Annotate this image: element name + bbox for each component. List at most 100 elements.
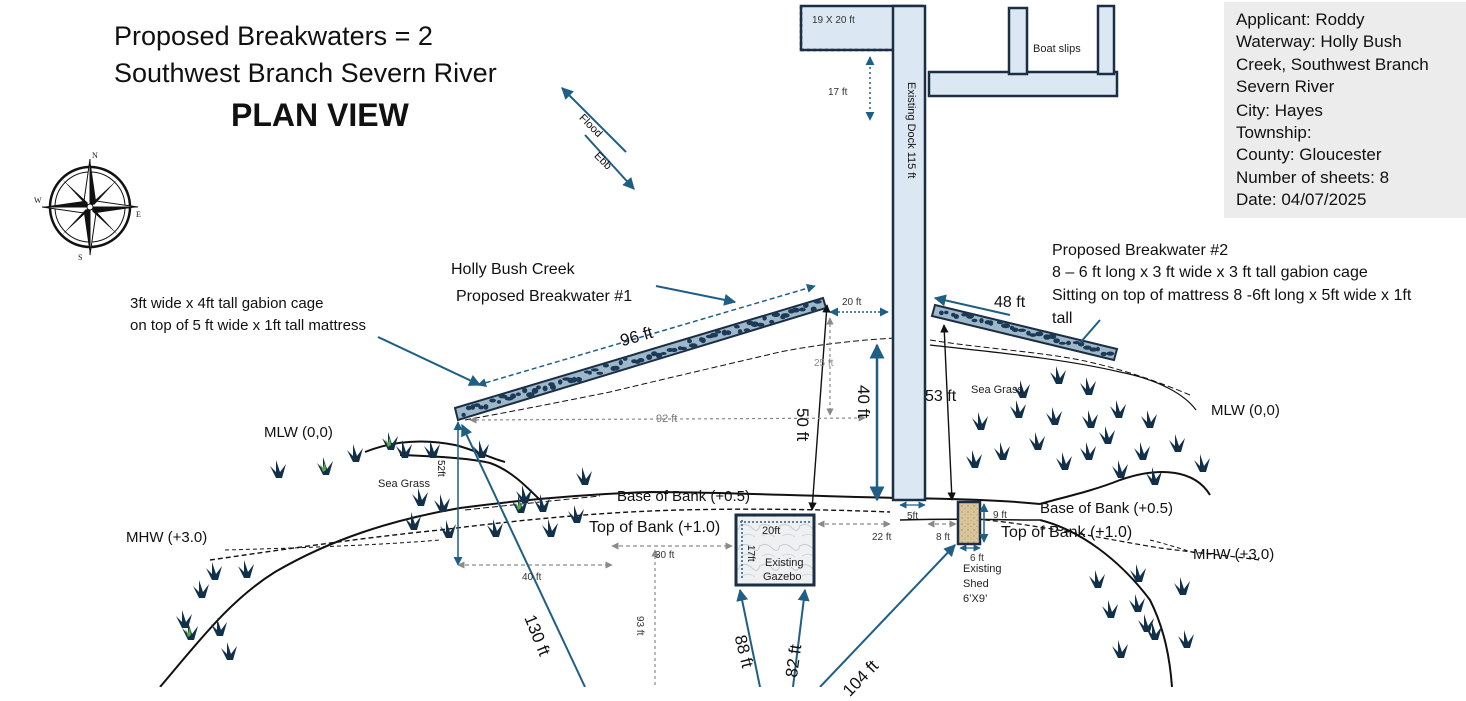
breakwater-2 [930, 303, 1119, 362]
rock [1035, 331, 1044, 337]
marsh-plant [405, 512, 421, 530]
dock-crosspier [927, 70, 1119, 98]
rock [944, 310, 949, 315]
rock [1011, 327, 1019, 333]
seagrass-tuft [512, 495, 528, 513]
marsh-plant [1130, 564, 1146, 582]
marsh-plant [1010, 400, 1026, 418]
marsh-plant [1146, 622, 1162, 640]
shed-label-3: 6’X9’ [963, 593, 988, 605]
seagrass-tuft [382, 432, 398, 450]
rock [725, 330, 732, 336]
breakwater-1 [453, 296, 828, 422]
rock [1083, 345, 1092, 350]
info-city: City: Hayes [1236, 101, 1323, 120]
dim-8ft: 8 ft [936, 532, 950, 543]
rock [734, 324, 740, 329]
rock [1001, 323, 1011, 329]
dimension-lines [453, 304, 989, 687]
rock [762, 315, 767, 321]
rock [526, 392, 535, 398]
compass-s: S [78, 253, 83, 262]
rock [791, 307, 800, 313]
rock [1058, 341, 1066, 345]
marsh-plant [568, 505, 584, 523]
rock [612, 365, 620, 371]
breakwater-2-label: Proposed Breakwater #2 [1052, 242, 1229, 259]
marsh-plant [1178, 630, 1194, 648]
marsh-plant [1099, 426, 1115, 444]
mlw-left-label: MLW (0,0) [264, 424, 333, 441]
marsh-plant [487, 519, 503, 537]
rock [737, 329, 743, 335]
marsh-plant [221, 642, 237, 660]
existing-gazebo [734, 513, 816, 587]
seagrass-tuft [317, 457, 333, 475]
rock [810, 306, 817, 312]
dim-52ft: 52ft [435, 460, 446, 477]
rock [953, 314, 959, 319]
info-county: County: Gloucester [1236, 145, 1382, 164]
rock [550, 384, 556, 390]
marsh-plant [542, 519, 558, 537]
top-of-bank-right-label: Top of Bank (+1.0) [1001, 524, 1133, 541]
holly-bush-creek-label: Holly Bush Creek [451, 261, 575, 278]
compass-e: E [136, 210, 141, 219]
rock [637, 358, 645, 363]
rock [602, 363, 610, 368]
breakwater-2-spec-2: Sitting on top of mattress 8 -6ft long x… [1052, 287, 1412, 304]
breakwater-2-spec-1: 8 – 6 ft long x 3 ft wide x 3 ft tall ga… [1052, 264, 1368, 281]
rock [939, 310, 944, 316]
boat-slip-right [1096, 4, 1116, 76]
rock [966, 313, 974, 319]
rock [979, 318, 984, 324]
rock [680, 346, 687, 351]
gazebo-20ft: 20ft [762, 525, 781, 537]
top-of-bank-left-label: Top of Bank (+1.0) [589, 519, 721, 536]
existing-dock-label: Existing Dock 115 ft [905, 82, 917, 179]
plan-view-heading: PLAN VIEW [231, 97, 409, 133]
boat-slip-left [1007, 6, 1029, 76]
project-info-box: Applicant: Roddy Waterway: Holly Bush Cr… [1224, 2, 1466, 218]
rock [1089, 347, 1098, 352]
dim-5ft: 5ft [907, 511, 919, 522]
sea-grass-right-label: Sea Grass [971, 384, 1023, 396]
leader-arrows [377, 285, 1101, 386]
info-waterway-1: Waterway: Holly Bush [1236, 32, 1402, 51]
base-of-bank-right-label: Base of Bank (+0.5) [1040, 500, 1173, 517]
rock [596, 371, 604, 375]
dim-48ft: 48 ft [994, 294, 1026, 311]
rock [660, 352, 667, 355]
rock [687, 338, 692, 344]
vegetation [176, 366, 1210, 660]
marsh-plant [576, 467, 592, 485]
rock [961, 312, 968, 317]
rock [587, 370, 592, 375]
rock [1053, 338, 1060, 344]
top-of-bank-line [209, 508, 1261, 561]
rock [542, 385, 548, 392]
marsh-plant [347, 444, 363, 462]
rock [1066, 340, 1071, 346]
marsh-plant [412, 488, 428, 506]
marsh-plant [1082, 410, 1098, 428]
marsh-plant [1046, 407, 1062, 425]
marsh-plant [473, 440, 489, 458]
rock [1095, 346, 1100, 352]
info-township: Township: [1236, 123, 1312, 142]
info-date: Date: 04/07/2025 [1236, 190, 1367, 209]
marsh-plant [206, 562, 222, 580]
existing-shed [956, 500, 982, 546]
marsh-plant [972, 412, 988, 430]
dim-92ft: 92 ft [656, 413, 678, 425]
marsh-plant [1194, 454, 1210, 472]
rock [769, 319, 775, 324]
dim-25ft: 25 ft [814, 358, 834, 369]
marsh-plant [1014, 380, 1030, 398]
rock [1106, 351, 1115, 356]
rock [522, 387, 528, 394]
dim-40ft-dock: 40 ft [854, 385, 873, 419]
marsh-plant [1138, 614, 1154, 632]
